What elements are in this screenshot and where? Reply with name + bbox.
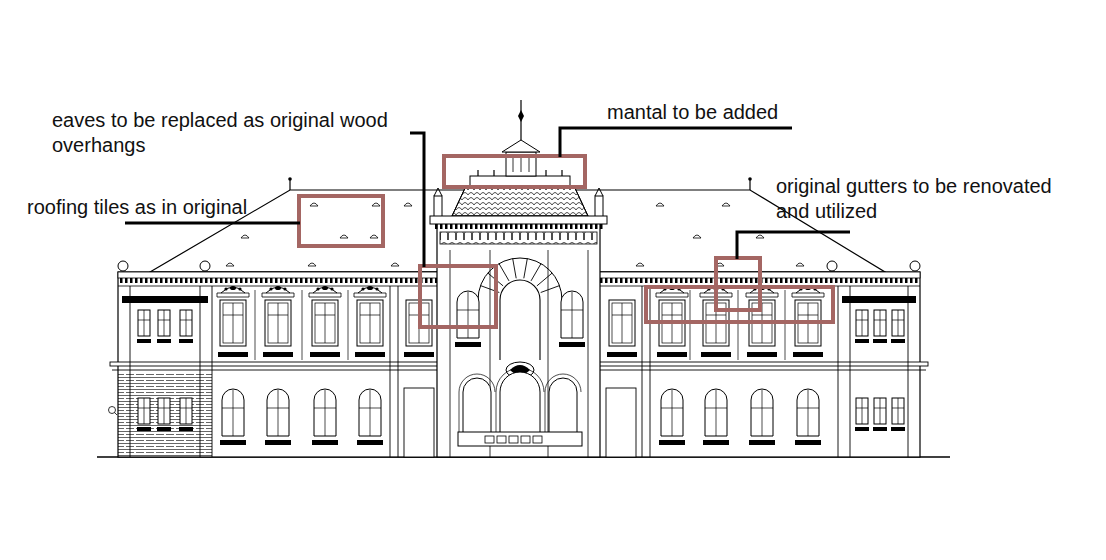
windows	[891, 310, 905, 343]
central-tower	[485, 436, 494, 443]
roof	[748, 177, 752, 181]
leader-line	[560, 128, 792, 157]
central-tower	[459, 374, 495, 432]
roof	[241, 235, 249, 238]
windows	[309, 286, 341, 357]
central-tower	[496, 368, 544, 432]
roof	[404, 203, 412, 206]
central-tower	[470, 176, 570, 186]
central-tower	[502, 140, 540, 152]
facade	[910, 261, 920, 271]
central-tower	[500, 372, 540, 432]
facade	[200, 261, 210, 271]
central-tower	[434, 224, 603, 229]
callout-label: roofing tiles as in original	[27, 195, 247, 220]
central-tower	[513, 156, 529, 172]
windows	[795, 389, 821, 445]
central-tower	[533, 436, 542, 443]
central-tower	[500, 280, 540, 360]
roof	[722, 203, 730, 206]
central-tower	[434, 196, 442, 218]
central-tower	[595, 196, 603, 218]
central-tower	[549, 378, 577, 432]
central-tower	[450, 250, 588, 457]
roof	[693, 235, 701, 238]
roof	[370, 235, 378, 238]
central-tower	[509, 436, 518, 443]
roof	[391, 263, 399, 266]
highlight-box	[299, 196, 383, 246]
central-tower	[518, 110, 524, 122]
leader-line	[737, 232, 850, 259]
windows	[262, 286, 294, 357]
windows	[891, 398, 905, 431]
windows	[220, 389, 246, 445]
leader-line	[410, 133, 424, 267]
windows	[179, 398, 193, 431]
roof	[756, 235, 764, 238]
roof	[656, 203, 664, 206]
central-tower	[430, 216, 607, 224]
central-tower	[497, 436, 506, 443]
facade	[122, 296, 208, 303]
central-tower	[521, 436, 530, 443]
central-tower	[437, 222, 600, 457]
roof	[308, 263, 316, 266]
windows	[137, 310, 151, 343]
leader-line	[125, 222, 300, 225]
facade	[97, 261, 950, 457]
highlight-box	[420, 266, 496, 327]
central-tower	[559, 291, 585, 347]
windows	[137, 398, 151, 431]
highlight-box	[716, 258, 760, 310]
facade	[118, 372, 212, 457]
windows	[749, 389, 775, 445]
facade	[115, 413, 118, 416]
highlight-box	[299, 156, 833, 327]
windows	[179, 310, 193, 343]
central-tower	[452, 186, 588, 216]
central-tower	[463, 378, 491, 432]
windows	[357, 389, 383, 445]
callout-label: eaves to be replaced as original wood ov…	[52, 108, 402, 158]
windows	[703, 389, 729, 445]
windows	[607, 300, 637, 357]
central-tower	[440, 232, 597, 244]
roof	[288, 177, 292, 181]
windows	[659, 389, 685, 445]
central-tower	[455, 291, 481, 347]
central-tower	[458, 432, 582, 446]
central-tower	[545, 374, 581, 432]
facade	[842, 296, 916, 303]
callout-label: original gutters to be renovated and uti…	[776, 174, 1076, 224]
windows	[873, 398, 887, 431]
facade	[118, 261, 128, 271]
highlight-box	[646, 287, 833, 322]
windows	[312, 389, 338, 445]
windows	[157, 310, 171, 343]
roof	[796, 263, 804, 266]
facade	[109, 407, 116, 414]
windows	[354, 286, 386, 357]
windows	[873, 310, 887, 343]
windows	[855, 310, 869, 343]
callout-label: mantal to be added	[607, 100, 778, 125]
central-tower	[452, 186, 588, 216]
windows	[606, 388, 636, 457]
windows	[265, 389, 291, 445]
facade	[827, 261, 837, 271]
roof	[340, 235, 348, 238]
windows	[855, 398, 869, 431]
windows	[217, 286, 249, 357]
central-tower	[430, 100, 607, 457]
windows	[404, 388, 434, 457]
windows	[157, 398, 171, 431]
highlight-box	[444, 156, 585, 187]
roof	[226, 263, 234, 266]
roof	[372, 203, 380, 206]
roof	[636, 263, 644, 266]
roof	[310, 203, 318, 206]
